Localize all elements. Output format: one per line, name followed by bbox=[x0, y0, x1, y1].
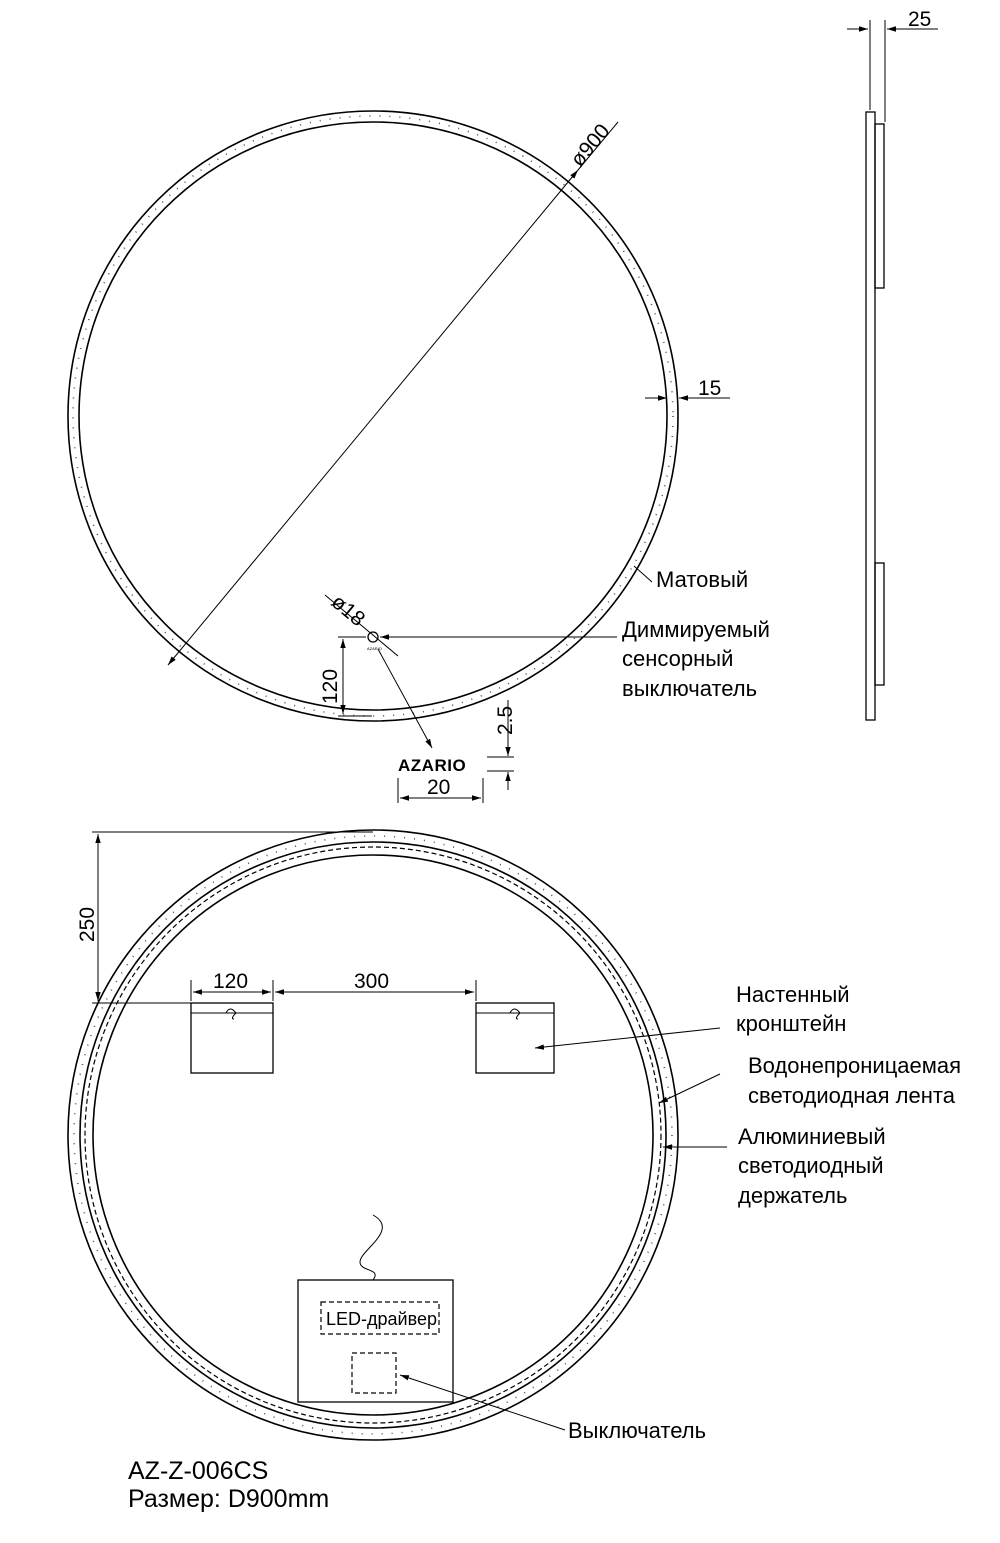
bracket-offset-label: 250 bbox=[76, 907, 99, 942]
depth-label: 25 bbox=[908, 8, 931, 31]
mini-logo: AZARIO bbox=[367, 646, 382, 651]
wall-bracket-left bbox=[190, 1002, 274, 1074]
switch-leader bbox=[399, 1374, 566, 1431]
sensor-switch-icon bbox=[367, 631, 379, 643]
power-cable bbox=[359, 1214, 383, 1281]
side-bracket-upper bbox=[874, 123, 885, 289]
switch-diameter-line bbox=[324, 594, 399, 657]
mirror-inner-rim bbox=[78, 121, 668, 711]
led-strip-leader bbox=[658, 1073, 721, 1104]
matte-frame-texture bbox=[72, 115, 674, 717]
side-profile-body bbox=[865, 111, 876, 721]
led-driver-label: LED-драйвер bbox=[326, 1309, 437, 1329]
wall-bracket-label-2: кронштейн bbox=[736, 1011, 846, 1036]
diameter-leader bbox=[577, 121, 619, 171]
back-view: 250 120 300 Настенный кронштейн Водонепр… bbox=[67, 829, 961, 1443]
back-inner-rim bbox=[79, 841, 667, 1429]
azario-logo: AZARIO bbox=[398, 756, 466, 775]
mirror-outer-rim bbox=[67, 110, 679, 722]
bracket-spacing-label: 300 bbox=[354, 970, 389, 993]
bracket-width-label: 120 bbox=[213, 970, 248, 993]
wall-bracket-leader bbox=[534, 1027, 721, 1050]
wall-bracket-right-hook bbox=[509, 1008, 521, 1020]
diameter-dimension-line bbox=[167, 169, 579, 666]
led-holder-label-1: Алюминиевый bbox=[738, 1124, 886, 1149]
dimmable-switch-label-2: сенсорный bbox=[622, 646, 733, 671]
logo-width-label: 20 bbox=[427, 776, 450, 799]
led-driver-area bbox=[320, 1301, 440, 1335]
dimmable-switch-label-1: Диммируемый bbox=[622, 617, 770, 642]
side-view: 25 bbox=[847, 8, 938, 721]
led-strip-label-2: светодиодная лента bbox=[748, 1083, 956, 1108]
model-number: AZ-Z-006CS bbox=[128, 1457, 269, 1485]
led-holder-label-3: держатель bbox=[738, 1183, 847, 1208]
switch-diameter-label: ø18 bbox=[327, 590, 370, 631]
back-frame-texture bbox=[73, 835, 673, 1435]
led-strip-ring bbox=[84, 846, 662, 1424]
wall-bracket-label-1: Настенный bbox=[736, 982, 850, 1007]
wall-bracket-left-hook bbox=[225, 1008, 237, 1020]
side-driver-box bbox=[874, 562, 885, 686]
logo-leader bbox=[377, 648, 433, 749]
diameter-label: ø900 bbox=[566, 120, 614, 171]
front-view: ø900 15 Матовый AZARIO ø18 Диммируемый с… bbox=[67, 110, 770, 803]
switch-offset-label: 120 bbox=[319, 669, 342, 704]
led-holder-ring bbox=[92, 854, 654, 1416]
size-spec: Размер: D900mm bbox=[128, 1485, 330, 1513]
wall-bracket-right bbox=[475, 1002, 555, 1074]
logo-height-label: 2.5 bbox=[494, 706, 517, 735]
back-outer-rim bbox=[67, 829, 679, 1441]
matte-label: Матовый bbox=[656, 567, 748, 592]
frame-width-label: 15 bbox=[698, 377, 721, 400]
dimmable-switch-label-3: выключатель bbox=[622, 676, 757, 701]
matte-leader bbox=[633, 565, 653, 583]
driver-box bbox=[297, 1279, 454, 1403]
led-strip-label-1: Водонепроницаемая bbox=[748, 1053, 961, 1078]
switch-label: Выключатель bbox=[568, 1418, 706, 1443]
led-holder-label-2: светодиодный bbox=[738, 1153, 884, 1178]
switch-area bbox=[351, 1352, 397, 1394]
